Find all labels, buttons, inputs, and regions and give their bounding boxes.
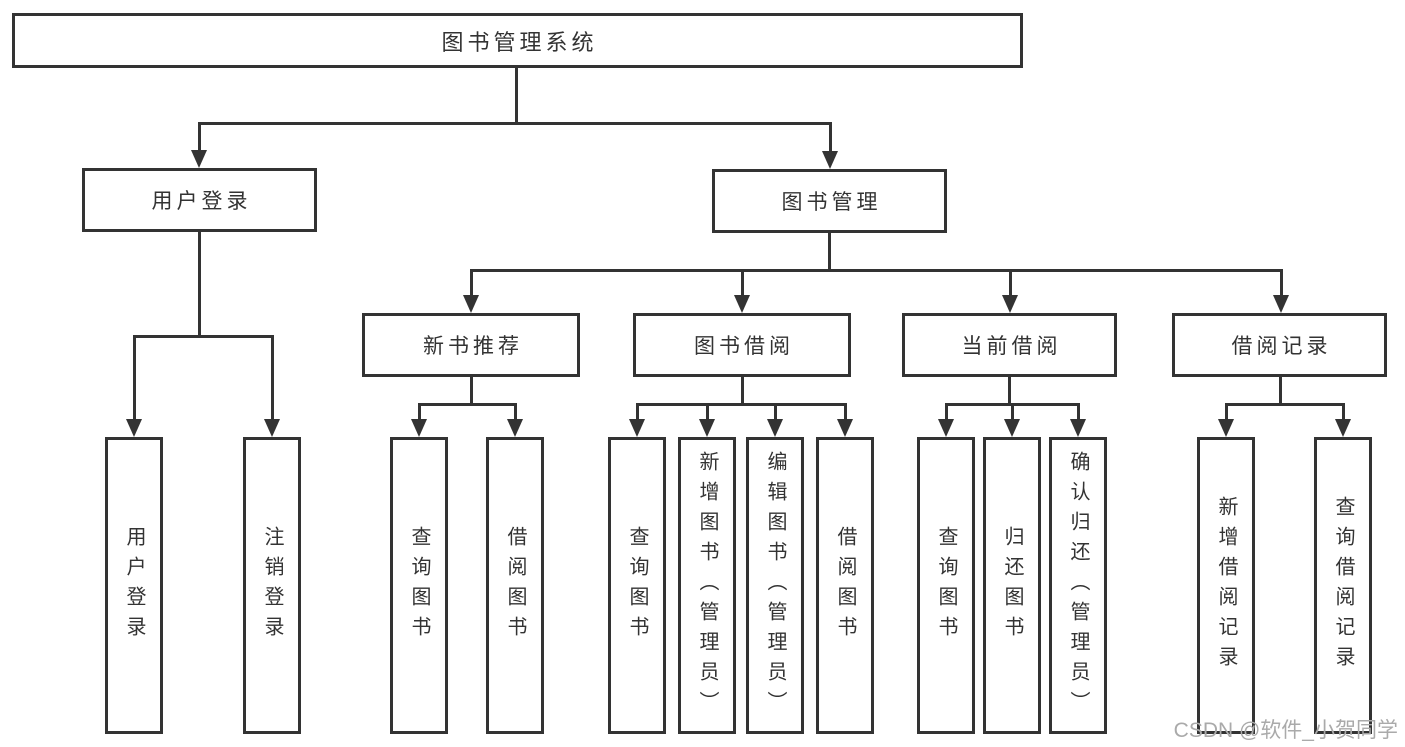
- arrow-down-icon: [507, 419, 523, 437]
- connector-line-horizontal: [198, 122, 831, 125]
- node-label: 用户登录: [151, 190, 252, 213]
- node-label: 查询图书: [408, 525, 430, 646]
- arrow-down-icon: [734, 295, 750, 313]
- arrow-down-icon: [191, 150, 207, 168]
- arrow-down-icon: [1070, 419, 1086, 437]
- node-label: 新增借阅记录: [1215, 495, 1237, 676]
- node-new-book-recommend: 新书推荐: [362, 313, 580, 377]
- node-label: 用户登录: [123, 525, 145, 646]
- arrow-down-icon: [1273, 295, 1289, 313]
- arrow-down-icon: [411, 419, 427, 437]
- arrow-stub-line: [418, 403, 421, 421]
- node-label: 新增图书（管理员）: [696, 450, 718, 721]
- arrow-down-icon: [938, 419, 954, 437]
- node-label: 新书推荐: [423, 335, 523, 358]
- leaf-query-books-2: 查询图书: [608, 437, 666, 734]
- leaf-borrow-books-2: 借阅图书: [816, 437, 874, 734]
- node-label: 图书借阅: [694, 335, 794, 358]
- connector-line-vertical: [470, 377, 473, 406]
- leaf-borrow-books-1: 借阅图书: [486, 437, 544, 734]
- node-label: 图书管理系统: [441, 29, 598, 55]
- arrow-down-icon: [822, 151, 838, 169]
- node-borrowing-records: 借阅记录: [1172, 313, 1387, 377]
- node-book-management: 图书管理: [712, 169, 947, 233]
- connector-line-vertical: [1008, 377, 1011, 406]
- node-label: 编辑图书（管理员）: [764, 450, 786, 721]
- arrow-stub-line: [774, 403, 777, 421]
- node-label: 注销登录: [261, 525, 283, 646]
- arrow-down-icon: [837, 419, 853, 437]
- leaf-confirm-return-admin: 确认归还（管理员）: [1049, 437, 1107, 734]
- arrow-stub-line: [198, 122, 201, 152]
- arrow-stub-line: [1225, 403, 1228, 421]
- leaf-return-books: 归还图书: [983, 437, 1041, 734]
- connector-line-horizontal: [133, 335, 273, 338]
- node-root-library-management-system: 图书管理系统: [12, 13, 1023, 68]
- connector-line-vertical: [828, 233, 831, 272]
- arrow-stub-line: [1280, 269, 1283, 297]
- arrow-stub-line: [1077, 403, 1080, 421]
- arrow-down-icon: [629, 419, 645, 437]
- leaf-add-borrow-record: 新增借阅记录: [1197, 437, 1255, 734]
- leaf-query-borrow-record: 查询借阅记录: [1314, 437, 1372, 734]
- connector-line-horizontal: [636, 403, 847, 406]
- node-label: 图书管理: [781, 191, 882, 214]
- node-label: 查询借阅记录: [1332, 495, 1354, 676]
- node-label: 查询图书: [626, 525, 648, 646]
- leaf-add-books-admin: 新增图书（管理员）: [678, 437, 736, 734]
- arrow-down-icon: [1335, 419, 1351, 437]
- node-label: 借阅记录: [1231, 335, 1332, 358]
- arrow-down-icon: [1218, 419, 1234, 437]
- node-user-login: 用户登录: [82, 168, 317, 232]
- arrow-stub-line: [133, 335, 136, 421]
- arrow-down-icon: [463, 295, 479, 313]
- arrow-down-icon: [767, 419, 783, 437]
- leaf-query-books-1: 查询图书: [390, 437, 448, 734]
- arrow-stub-line: [844, 403, 847, 421]
- arrow-stub-line: [741, 269, 744, 297]
- arrow-stub-line: [1342, 403, 1345, 421]
- arrow-down-icon: [264, 419, 280, 437]
- arrow-stub-line: [829, 122, 832, 153]
- node-current-borrowing: 当前借阅: [902, 313, 1117, 377]
- connector-line-horizontal: [470, 269, 1282, 272]
- node-label: 借阅图书: [504, 525, 526, 646]
- arrow-stub-line: [470, 269, 473, 297]
- leaf-user-login: 用户登录: [105, 437, 163, 734]
- connector-line-vertical: [1279, 377, 1282, 406]
- arrow-down-icon: [126, 419, 142, 437]
- leaf-edit-books-admin: 编辑图书（管理员）: [746, 437, 804, 734]
- node-label: 当前借阅: [961, 335, 1062, 358]
- arrow-stub-line: [1011, 403, 1014, 421]
- node-label: 借阅图书: [834, 525, 856, 646]
- csdn-watermark: CSDN @软件_小贺同学: [1173, 719, 1398, 742]
- node-label: 查询图书: [935, 525, 957, 646]
- connector-line-vertical: [198, 232, 201, 338]
- arrow-down-icon: [1002, 295, 1018, 313]
- arrow-stub-line: [636, 403, 639, 421]
- arrow-down-icon: [699, 419, 715, 437]
- leaf-query-books-3: 查询图书: [917, 437, 975, 734]
- arrow-down-icon: [1004, 419, 1020, 437]
- connector-line-horizontal: [1225, 403, 1344, 406]
- arrow-stub-line: [514, 403, 517, 421]
- node-label: 归还图书: [1001, 525, 1023, 646]
- connector-line-horizontal: [418, 403, 516, 406]
- arrow-stub-line: [945, 403, 948, 421]
- leaf-logout: 注销登录: [243, 437, 301, 734]
- connector-line-vertical: [515, 68, 518, 125]
- node-book-borrowing: 图书借阅: [633, 313, 851, 377]
- arrow-stub-line: [271, 335, 274, 421]
- arrow-stub-line: [706, 403, 709, 421]
- connector-line-vertical: [741, 377, 744, 406]
- arrow-stub-line: [1009, 269, 1012, 297]
- node-label: 确认归还（管理员）: [1067, 450, 1089, 721]
